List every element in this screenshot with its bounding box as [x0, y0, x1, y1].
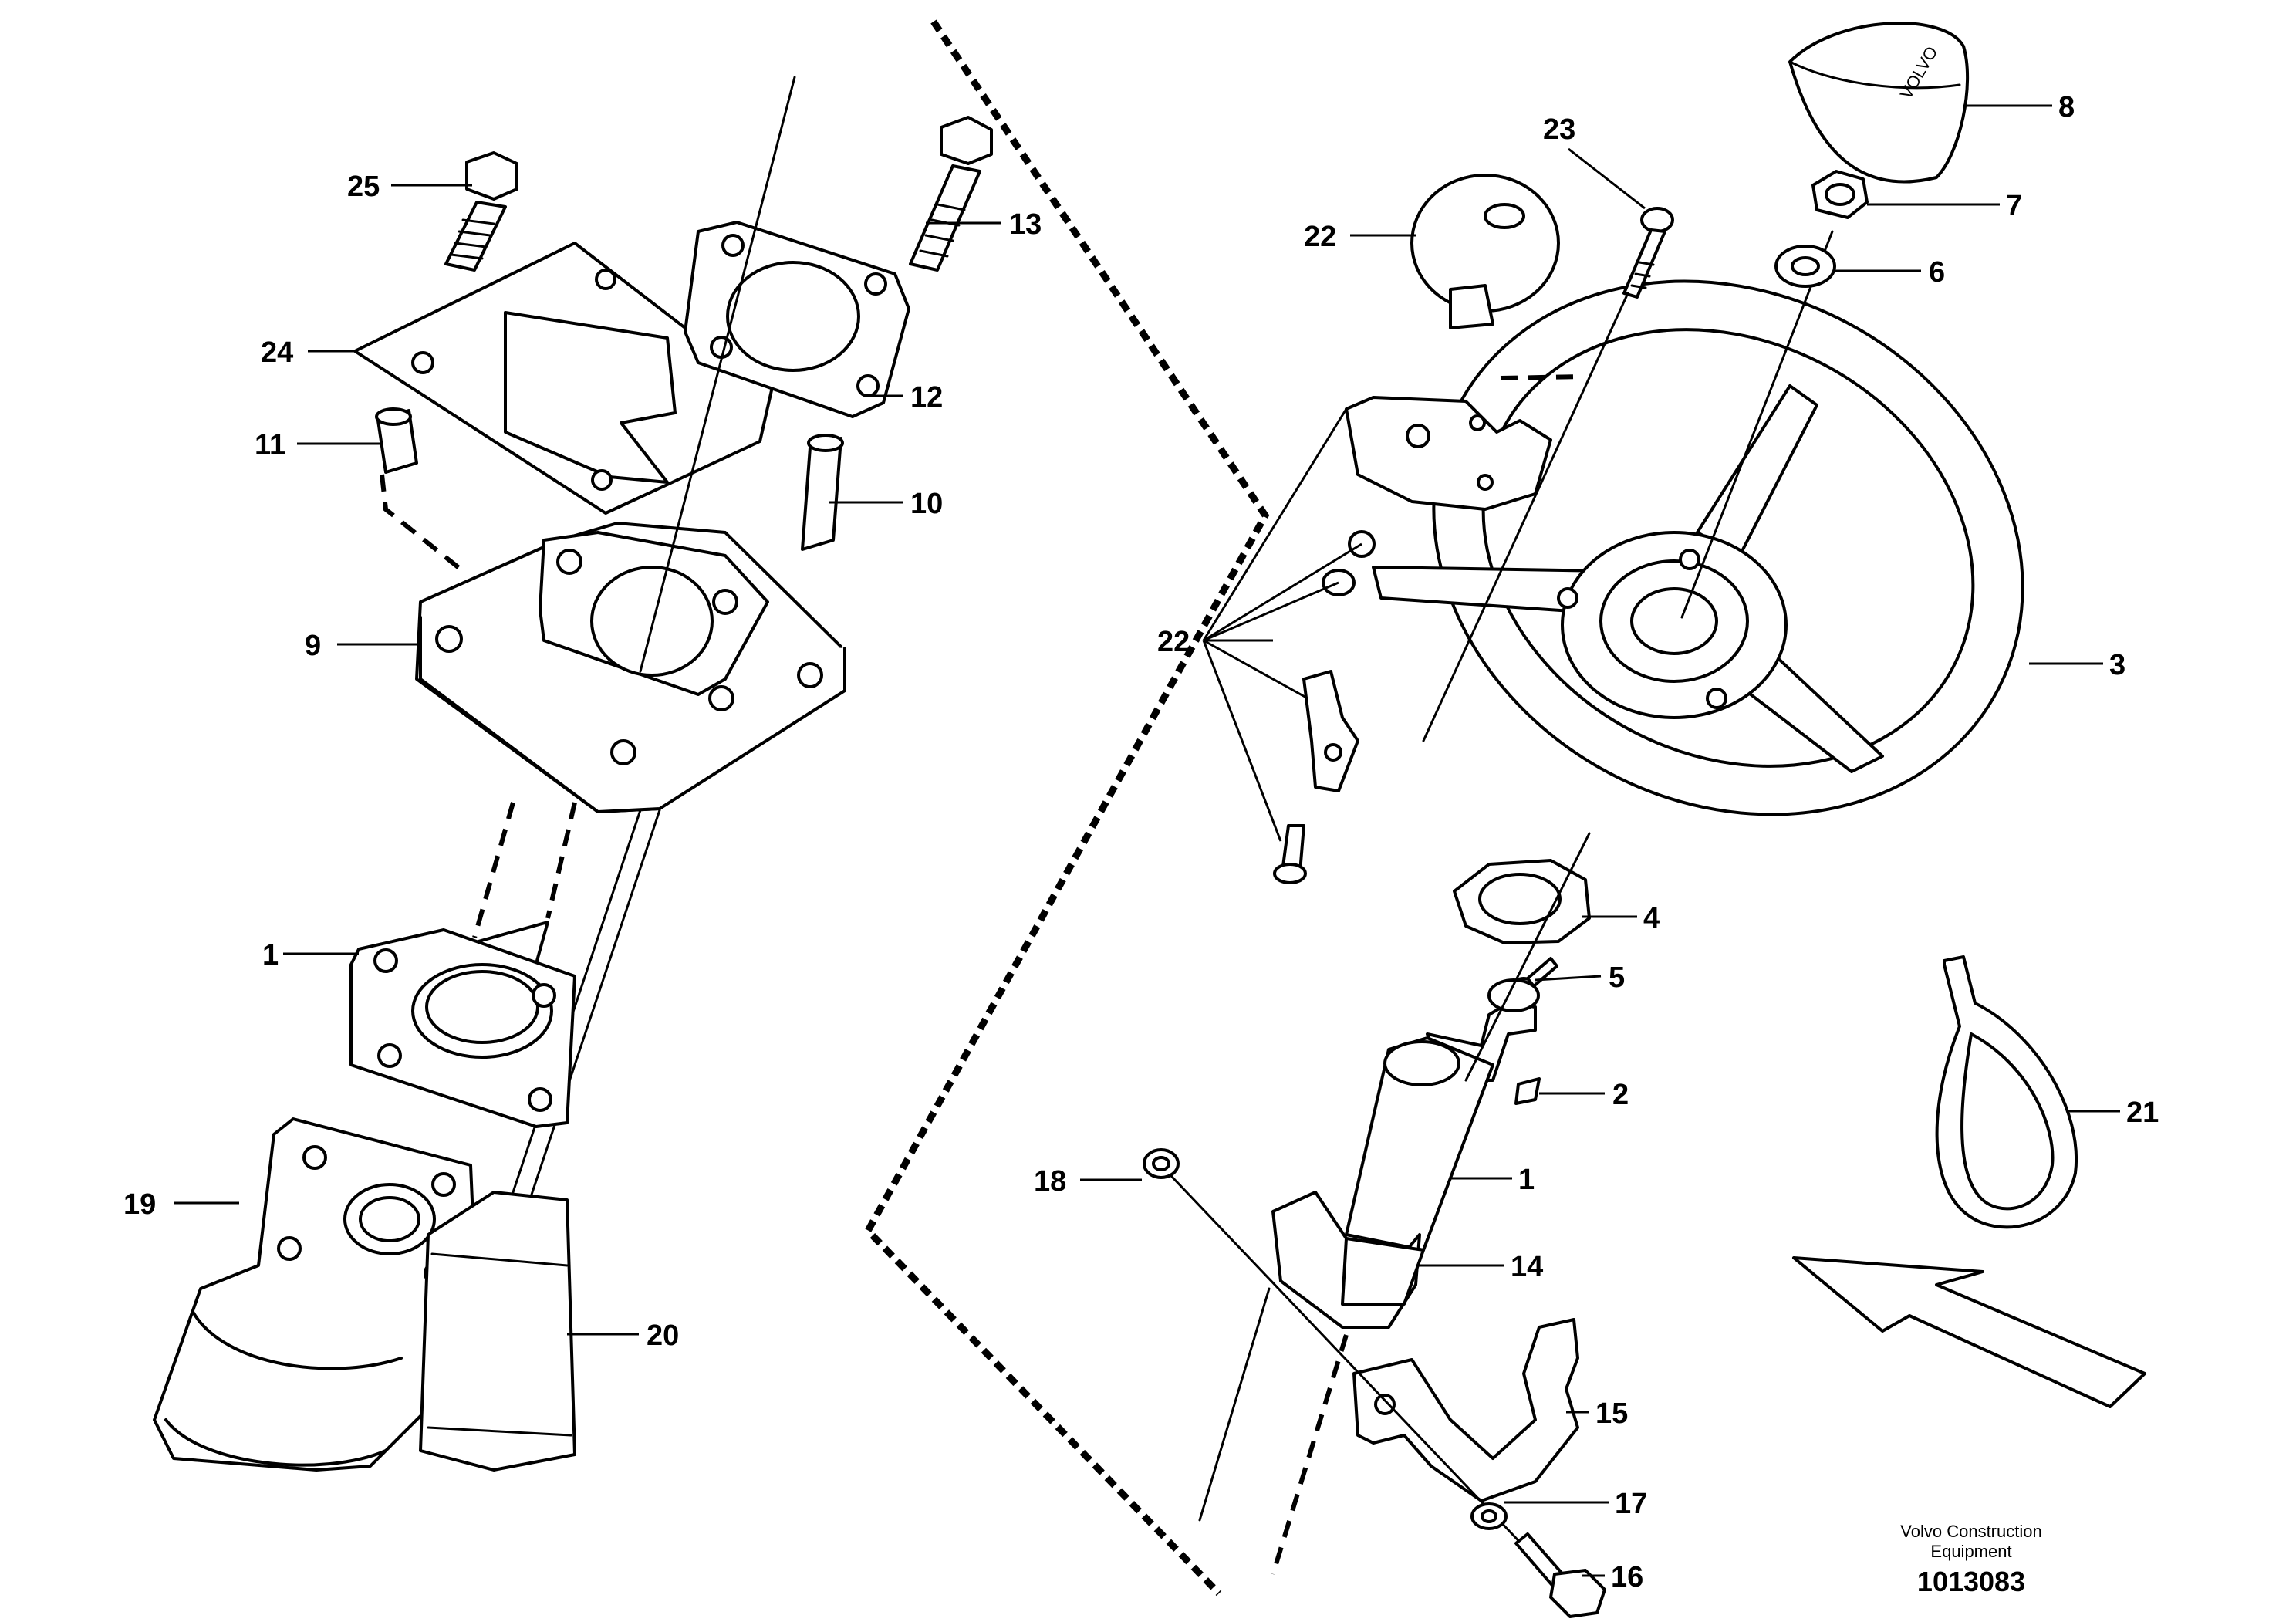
callout-1-left: 1	[262, 939, 279, 972]
horn-cap-8: VOLVO	[1788, 22, 1970, 184]
callout-4: 4	[1643, 902, 1660, 934]
callout-19: 19	[123, 1188, 156, 1221]
hub-ring-4	[1453, 859, 1591, 944]
callout-23: 23	[1543, 113, 1575, 146]
callout-11: 11	[255, 429, 285, 461]
callout-10: 10	[910, 488, 943, 520]
lock-washer-6	[1774, 245, 1836, 288]
footer: Volvo Construction Equipment 1013083	[1900, 1522, 2041, 1597]
callout-7: 7	[2006, 190, 2022, 222]
sleeve-11	[375, 407, 418, 474]
steering-column-1-right	[1345, 978, 1540, 1252]
callout-5: 5	[1609, 961, 1625, 994]
screw-23	[1622, 207, 1674, 299]
spinner-knob-22	[1410, 174, 1560, 329]
flange-plate-12	[684, 221, 910, 418]
gasket-plate-24	[353, 242, 781, 515]
bolt-16	[1514, 1532, 1606, 1618]
knob-bracket-22	[1345, 374, 1582, 511]
cable-tie-21	[1935, 955, 2078, 1229]
callout-17: 17	[1615, 1488, 1647, 1520]
callout-1-right: 1	[1518, 1164, 1535, 1196]
section-boundary	[863, 19, 1270, 1597]
callout-22-hardware: 22	[1157, 626, 1190, 658]
callout-12: 12	[910, 381, 943, 414]
callout-25: 25	[347, 171, 380, 203]
clamp-bushing-14	[1271, 1191, 1425, 1329]
callout-22-knob: 22	[1304, 221, 1336, 253]
callout-21: 21	[2126, 1097, 2159, 1129]
brand-line-1: Volvo Construction	[1900, 1522, 2041, 1541]
callout-15: 15	[1595, 1397, 1628, 1430]
sleeve-10	[801, 434, 844, 551]
callout-6: 6	[1929, 256, 1945, 289]
bolt-13	[909, 116, 993, 272]
leader-lines	[174, 104, 2120, 1577]
callout-8: 8	[2058, 91, 2075, 123]
bolt-25	[444, 151, 518, 272]
steering-column-1-left	[349, 802, 577, 1128]
direction-arrow	[1792, 1256, 2146, 1408]
callout-18: 18	[1034, 1165, 1066, 1198]
callout-2: 2	[1612, 1079, 1629, 1111]
steering-unit-cover-20	[419, 1191, 576, 1472]
woodruff-key-2	[1514, 1077, 1541, 1105]
callout-13: 13	[1009, 208, 1042, 241]
callout-3: 3	[2109, 649, 2125, 681]
callout-9: 9	[305, 630, 321, 662]
nut-and-washer-22	[1273, 530, 1376, 884]
callout-20: 20	[647, 1320, 679, 1352]
mounting-flange-9	[415, 522, 846, 813]
callout-labels: 25 13 24 12 11 10 9 1 19 20 22 23 8 7 6 …	[123, 91, 2159, 1593]
callout-16: 16	[1611, 1561, 1643, 1593]
washer-17	[1470, 1502, 1508, 1530]
steering-wheel-3	[1372, 279, 2024, 816]
nut-7	[1811, 170, 1869, 219]
brand-line-2: Equipment	[1930, 1542, 2011, 1561]
callout-24: 24	[261, 336, 293, 369]
diagram-code: 1013083	[1917, 1566, 2025, 1597]
clamp-bracket-15	[1352, 1318, 1579, 1502]
nut-18	[1143, 1148, 1180, 1179]
callout-14: 14	[1511, 1251, 1543, 1283]
